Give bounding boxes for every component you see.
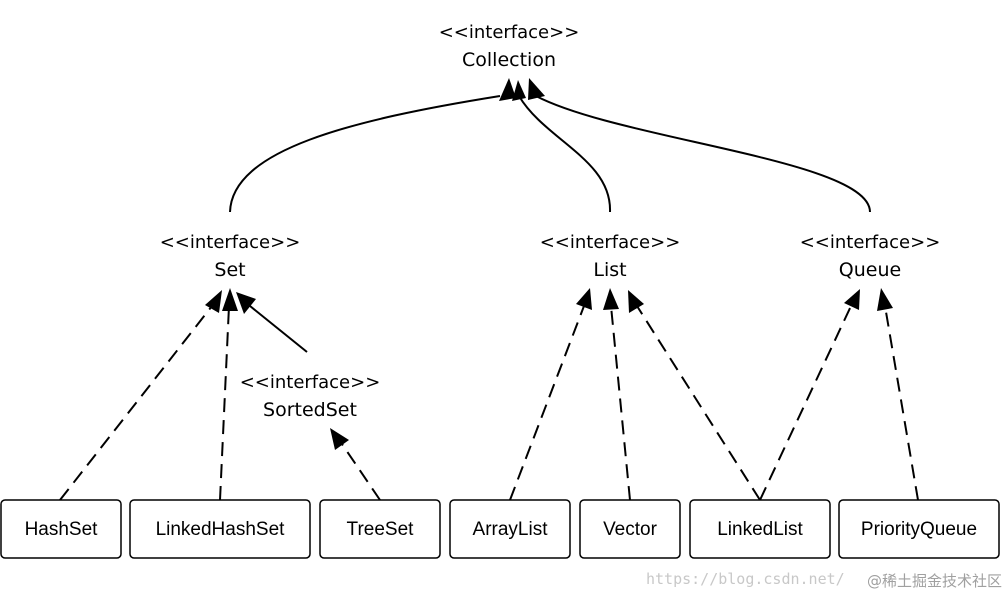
arrowhead-sortedset-from-treeset: [330, 428, 349, 450]
watermark-site: @稀土掘金技术社区: [867, 572, 1002, 590]
edge-linkedhashset-to-set: [219, 305, 230, 501]
queue-stereotype: <<interface>>: [800, 232, 941, 253]
class-vector: Vector: [579, 499, 681, 559]
arraylist-label: ArrayList: [473, 519, 549, 540]
queue-name: Queue: [839, 259, 901, 281]
class-hashset: HashSet: [0, 499, 122, 559]
arrowhead-list-from-arraylist: [576, 288, 592, 310]
set-stereotype: <<interface>>: [160, 232, 301, 253]
linkedhashset-label: LinkedHashSet: [156, 519, 286, 540]
interface-sortedset: <<interface>> SortedSet: [240, 372, 381, 421]
edge-treeset-to-sortedset: [341, 443, 381, 501]
arrowhead-collection-from-set: [499, 78, 516, 101]
interface-set: <<interface>> Set: [160, 232, 301, 281]
class-linkedlist: LinkedList: [689, 499, 831, 559]
interface-queue: <<interface>> Queue: [800, 232, 941, 281]
edge-linkedlist-to-list: [636, 305, 761, 501]
arrowhead-list-from-linkedlist: [628, 290, 644, 313]
class-priorityqueue: PriorityQueue: [838, 499, 1000, 559]
edge-sortedset-to-set: [249, 305, 308, 353]
arrowhead-list-from-vector: [603, 288, 619, 310]
class-arraylist: ArrayList: [449, 499, 571, 559]
class-linkedhashset: LinkedHashSet: [129, 499, 311, 559]
edge-vector-to-list: [610, 305, 631, 501]
vector-label: Vector: [603, 519, 658, 540]
edge-hashset-to-set: [59, 305, 213, 501]
arrowhead-set-from-sortedset: [236, 292, 256, 314]
edge-priorityqueue-to-queue: [884, 305, 919, 501]
collection-name: Collection: [462, 49, 556, 71]
arrowhead-set-from-linkedhashset: [222, 288, 238, 311]
collection-stereotype: <<interface>>: [439, 22, 580, 43]
linkedlist-label: LinkedList: [717, 519, 803, 540]
list-stereotype: <<interface>>: [540, 232, 681, 253]
arrowhead-collection-from-queue: [528, 78, 545, 100]
interface-list: <<interface>> List: [540, 232, 681, 281]
watermark-url: https://blog.csdn.net/: [646, 570, 845, 588]
arrowhead-queue-from-linkedlist: [844, 289, 860, 310]
edge-set-to-collection: [229, 95, 501, 213]
edge-arraylist-to-list: [509, 305, 585, 501]
hashset-label: HashSet: [25, 519, 99, 540]
set-name: Set: [214, 259, 245, 281]
edge-list-to-collection: [518, 95, 612, 213]
sortedset-stereotype: <<interface>>: [240, 372, 381, 393]
arrowhead-set-from-hashset: [205, 290, 222, 313]
list-name: List: [593, 259, 626, 281]
class-treeset: TreeSet: [319, 499, 441, 559]
edge-linkedlist-to-queue: [759, 305, 852, 501]
priorityqueue-label: PriorityQueue: [861, 519, 977, 540]
edge-queue-to-collection: [535, 95, 871, 213]
sortedset-name: SortedSet: [263, 399, 357, 421]
arrowhead-queue-from-priorityqueue: [877, 288, 893, 311]
treeset-label: TreeSet: [347, 519, 415, 540]
arrowhead-collection-from-list: [512, 80, 526, 101]
interface-collection: <<interface>> Collection: [439, 22, 580, 71]
